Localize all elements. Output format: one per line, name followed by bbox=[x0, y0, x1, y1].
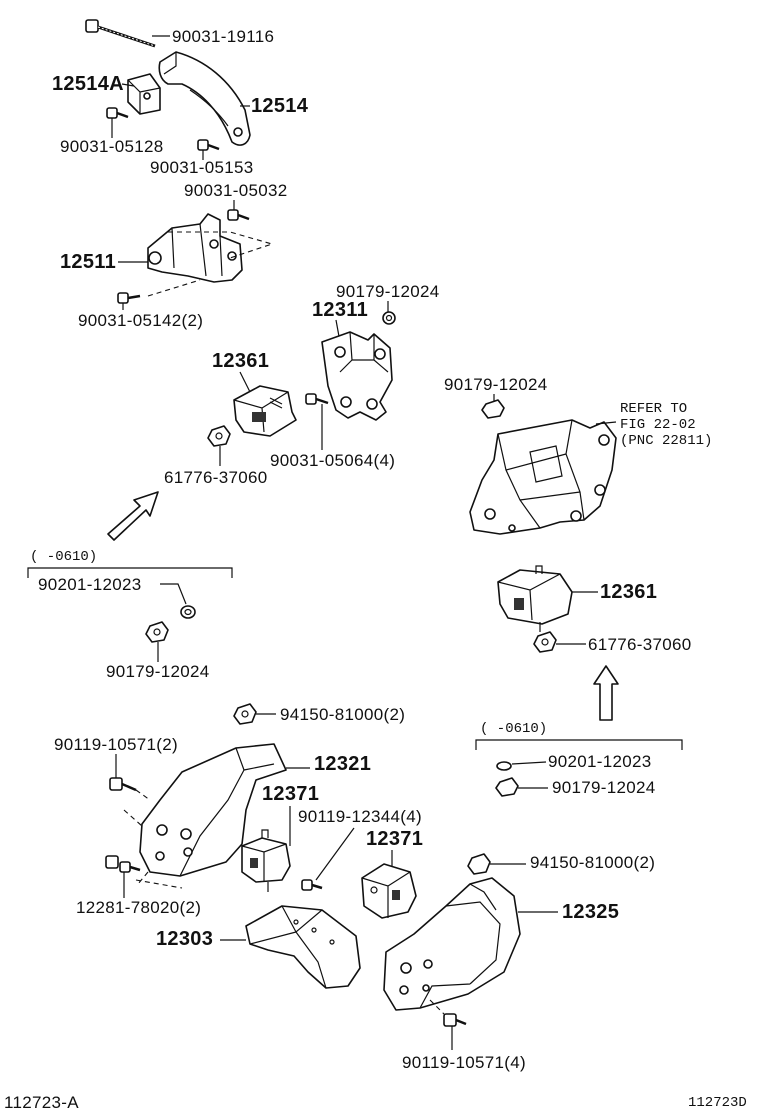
engine-mount-12361-right bbox=[497, 565, 573, 632]
figure-code: 112723D bbox=[688, 1095, 747, 1111]
direction-arrow-right bbox=[593, 665, 619, 721]
bracket-12321 bbox=[123, 743, 287, 889]
washer-90201-12023-left bbox=[180, 605, 196, 619]
label-90119-12344[interactable]: 90119-12344(4) bbox=[298, 807, 422, 826]
refer-note: REFER TO FIG 22-02 (PNC 22811) bbox=[595, 401, 712, 449]
label-94150-81000-right[interactable]: 94150-81000(2) bbox=[530, 853, 655, 872]
nut-61776-37060-left bbox=[207, 425, 231, 447]
washer-90201-12023-right bbox=[496, 761, 512, 771]
bolt-90031-05032 bbox=[227, 209, 250, 221]
label-90031-05128[interactable]: 90031-05128 bbox=[60, 137, 164, 156]
bolt-90031-05064 bbox=[305, 393, 329, 405]
label-90201-12023-left[interactable]: 90201-12023 bbox=[38, 575, 142, 594]
label-90031-05142[interactable]: 90031-05142(2) bbox=[78, 311, 203, 330]
note-box-2-range: ( -0610) bbox=[480, 721, 547, 737]
label-90031-05032[interactable]: 90031-05032 bbox=[184, 181, 288, 200]
label-12361-right[interactable]: 12361 bbox=[600, 581, 657, 603]
nut-94150-81000-right bbox=[467, 853, 491, 875]
bolt-90031-05142 bbox=[117, 292, 141, 304]
label-12361-left[interactable]: 12361 bbox=[212, 350, 269, 372]
nut-90179-12024-right bbox=[481, 399, 505, 419]
illustration-id: 112723-A bbox=[4, 1093, 79, 1112]
bolt-90119-12344 bbox=[301, 879, 323, 891]
label-90179-12024-left[interactable]: 90179-12024 bbox=[106, 662, 210, 681]
crossmember-reference-part bbox=[469, 419, 617, 535]
refer-line-3[interactable]: (PNC 22811) bbox=[620, 433, 712, 449]
label-90119-10571-4[interactable]: 90119-10571(4) bbox=[402, 1053, 526, 1072]
spacer-block-12514A bbox=[127, 73, 161, 115]
bolt-90119-10571-lower bbox=[443, 1013, 467, 1027]
label-90201-12023-right[interactable]: 90201-12023 bbox=[548, 752, 652, 771]
label-90119-10571-2[interactable]: 90119-10571(2) bbox=[54, 735, 178, 754]
label-12371-right[interactable]: 12371 bbox=[366, 828, 423, 850]
nut-90179-12024-top bbox=[382, 311, 396, 325]
long-bolt-90031-19116 bbox=[85, 19, 156, 48]
label-12281-78020[interactable]: 12281-78020(2) bbox=[76, 898, 201, 917]
note-box-1: ( -0610) bbox=[27, 549, 233, 578]
nut-61776-37060-right bbox=[533, 631, 557, 653]
nut-90179-12024-right-box bbox=[495, 777, 519, 797]
label-12311[interactable]: 12311 bbox=[312, 299, 368, 321]
note-box-2: ( -0610) bbox=[475, 721, 683, 750]
bolt-12281-78020 bbox=[105, 855, 141, 873]
bracket-12514 bbox=[158, 51, 251, 146]
label-61776-37060-left[interactable]: 61776-37060 bbox=[164, 468, 268, 487]
label-90031-05153[interactable]: 90031-05153 bbox=[150, 158, 254, 177]
direction-arrow-left bbox=[107, 491, 159, 541]
bracket-12311 bbox=[321, 331, 393, 421]
label-12321[interactable]: 12321 bbox=[314, 753, 371, 775]
bracket-12325 bbox=[383, 877, 521, 1011]
label-12325[interactable]: 12325 bbox=[562, 901, 619, 923]
bolt-90119-10571-upper bbox=[109, 777, 137, 792]
label-90031-05064[interactable]: 90031-05064(4) bbox=[270, 451, 395, 470]
insulator-12371-left bbox=[241, 829, 291, 892]
refer-line-2[interactable]: FIG 22-02 bbox=[620, 417, 696, 433]
label-90179-12024-right-box[interactable]: 90179-12024 bbox=[552, 778, 656, 797]
bolt-90031-05128 bbox=[106, 107, 129, 119]
nut-90179-12024-left bbox=[145, 621, 169, 643]
nut-94150-81000-top bbox=[233, 703, 257, 725]
label-12371-left[interactable]: 12371 bbox=[262, 783, 319, 805]
label-12511[interactable]: 12511 bbox=[60, 251, 116, 273]
bolt-90031-05153 bbox=[197, 139, 220, 151]
insulator-12371-right bbox=[361, 863, 417, 919]
note-box-1-range: ( -0610) bbox=[30, 549, 97, 565]
engine-mount-12361-left bbox=[233, 385, 297, 437]
bracket-12303 bbox=[245, 905, 361, 989]
refer-line-1: REFER TO bbox=[620, 401, 687, 417]
label-12514[interactable]: 12514 bbox=[251, 95, 309, 117]
bracket-12511 bbox=[147, 213, 274, 297]
label-61776-37060-right[interactable]: 61776-37060 bbox=[588, 635, 692, 654]
label-94150-81000-top[interactable]: 94150-81000(2) bbox=[280, 705, 405, 724]
label-90031-19116[interactable]: 90031-19116 bbox=[172, 27, 274, 46]
label-90179-12024-right[interactable]: 90179-12024 bbox=[444, 375, 548, 394]
label-12514A[interactable]: 12514A bbox=[52, 73, 124, 95]
label-90179-12024-top[interactable]: 90179-12024 bbox=[336, 282, 440, 301]
label-12303[interactable]: 12303 bbox=[156, 928, 213, 950]
